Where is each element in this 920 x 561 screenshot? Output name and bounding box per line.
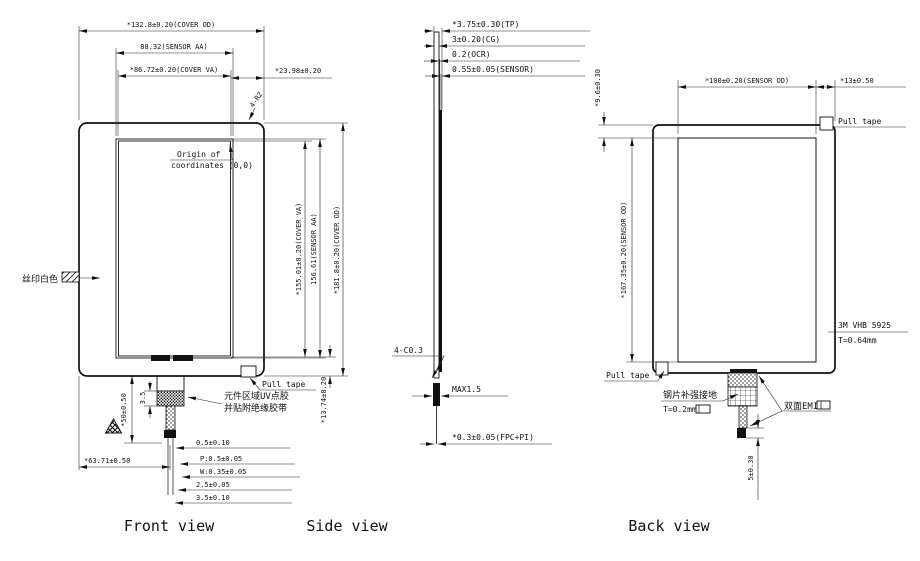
side-extension-lines — [433, 26, 443, 110]
back-bond-pad — [730, 369, 757, 374]
dim-back-connector-height: 5±0.30 — [747, 455, 755, 480]
dim-front-tail-segment: 3.5 — [139, 392, 147, 405]
uv-glue-note-line1: 元件区域UV点胶 — [224, 390, 289, 402]
origin-note-line2: coordinates (0,0) — [171, 161, 253, 170]
dim-fpc-pitch: P:0.5±0.05 — [200, 455, 242, 463]
dim-side-ocr: 0.2(OCR) — [452, 50, 491, 59]
dim-back-sensor-od-height: *167.35±0.20(SENSOR OD) — [620, 202, 628, 299]
dim-side-sensor: 0.55±0.05(SENSOR) — [452, 65, 534, 74]
vhb-note-line2: T=0.64mm — [838, 336, 877, 345]
side-view-title: Side view — [306, 517, 388, 535]
back-pull-tape-bottom-label: Pull tape — [606, 371, 650, 380]
dim-front-cover-od-height: *181.8±0.20(COVER OD) — [333, 206, 341, 295]
dim-back-right-margin: *13±0.50 — [840, 77, 874, 85]
stiffener-note-line2: T=0.2mm — [663, 405, 697, 414]
front-annotations: Origin of coordinates (0,0) 丝印白色 Pull ta… — [22, 143, 316, 434]
silk-print-legend-swatch — [61, 271, 80, 283]
back-view: *100±0.20(SENSOR OD) *13±0.50 *9.6±0.30 … — [594, 69, 908, 535]
stiffener-symbol-icon — [695, 404, 711, 414]
back-pull-tape-tab-top — [819, 116, 834, 131]
dim-front-cover-od-width: *132.8±0.20(COVER OD) — [127, 21, 216, 29]
uv-glue-note-line2: 并贴附绝缘胶带 — [224, 402, 287, 414]
back-dimensions: *100±0.20(SENSOR OD) *13±0.50 *9.6±0.30 … — [594, 69, 906, 500]
side-fpc-fold — [433, 383, 440, 406]
dim-fpc-width: W:0.35±0.05 — [200, 468, 246, 476]
dim-front-cover-va-width: *86.72±0.20(COVER VA) — [130, 66, 219, 74]
dim-front-cover-va-height: *155.01±0.20(COVER VA) — [295, 203, 303, 296]
front-view: *132.8±0.20(COVER OD) 88.32(SENSOR AA) *… — [22, 21, 348, 535]
emi-note-label: 双面EMI — [784, 401, 818, 412]
dim-front-tail-center: *63.71±0.50 — [84, 457, 130, 465]
front-fpc-tail — [156, 375, 185, 495]
dim-back-sensor-od-width: *100±0.20(SENSOR OD) — [705, 77, 789, 85]
dim-fpc-4: 2.5±0.05 — [196, 481, 230, 489]
dim-fpc-5: 3.5±0.10 — [196, 494, 230, 502]
stiffener-note-line1: 钢片补强接地 — [663, 389, 717, 401]
side-cover-glass-profile — [433, 31, 440, 379]
front-bond-pad — [173, 355, 193, 361]
back-sensor-window — [677, 137, 817, 363]
dim-side-fold-max: MAX1.5 — [452, 385, 481, 394]
side-dimensions: *3.75±0.30(TP) 3±0.20(CG) 0.2(OCR) 0.55±… — [392, 20, 590, 446]
dim-front-right-offset: *23.98±0.20 — [275, 67, 321, 75]
side-sensor-profile — [439, 110, 442, 372]
dim-side-tp: *3.75±0.30(TP) — [452, 20, 519, 29]
dim-side-chamfer: 4-C0.3 — [394, 346, 423, 355]
vhb-note-line1: 3M VHB 5925 — [838, 321, 891, 330]
dim-side-fpc: *0.3±0.05(FPC+PI) — [452, 433, 534, 442]
silk-print-label: 丝印白色 — [22, 273, 58, 285]
dim-side-cg: 3±0.20(CG) — [452, 35, 500, 44]
front-sensor-outline — [115, 138, 234, 359]
back-pull-tape-tab-bottom — [655, 361, 669, 376]
front-fpc-connector — [164, 430, 176, 438]
dim-back-top-margin: *9.6±0.30 — [594, 69, 602, 107]
dim-front-sensor-aa-width: 88.32(SENSOR AA) — [140, 43, 207, 51]
front-bond-pad — [151, 355, 170, 361]
dim-front-sensor-aa-height: 156.61(SENSOR AA) — [310, 213, 318, 285]
emi-symbol-icon — [816, 400, 831, 410]
back-view-title: Back view — [628, 517, 710, 535]
front-pull-tape-tab — [240, 365, 257, 378]
front-view-title: Front view — [124, 517, 215, 535]
origin-note-line1: Origin of — [177, 150, 221, 159]
dim-fpc-1: 0.5±0.10 — [196, 439, 230, 447]
dim-front-tail-length: *50±0.50 — [120, 393, 128, 427]
front-pull-tape-label: Pull tape — [262, 380, 306, 389]
front-dimensions: *132.8±0.20(COVER OD) 88.32(SENSOR AA) *… — [79, 21, 345, 505]
back-fpc-connector — [737, 428, 746, 438]
dim-front-corner-radius: 4-R2 — [248, 91, 264, 109]
back-fpc-tail — [727, 372, 758, 438]
dim-front-bottom-border: *13.74±0.20 — [320, 377, 328, 423]
back-annotations: Pull tape Pull tape 3M VHB 5925 T=0.64mm… — [604, 117, 908, 427]
back-pull-tape-top-label: Pull tape — [838, 117, 882, 126]
side-view: *3.75±0.30(TP) 3±0.20(CG) 0.2(OCR) 0.55±… — [306, 20, 590, 535]
caution-triangle-icon — [104, 417, 123, 434]
